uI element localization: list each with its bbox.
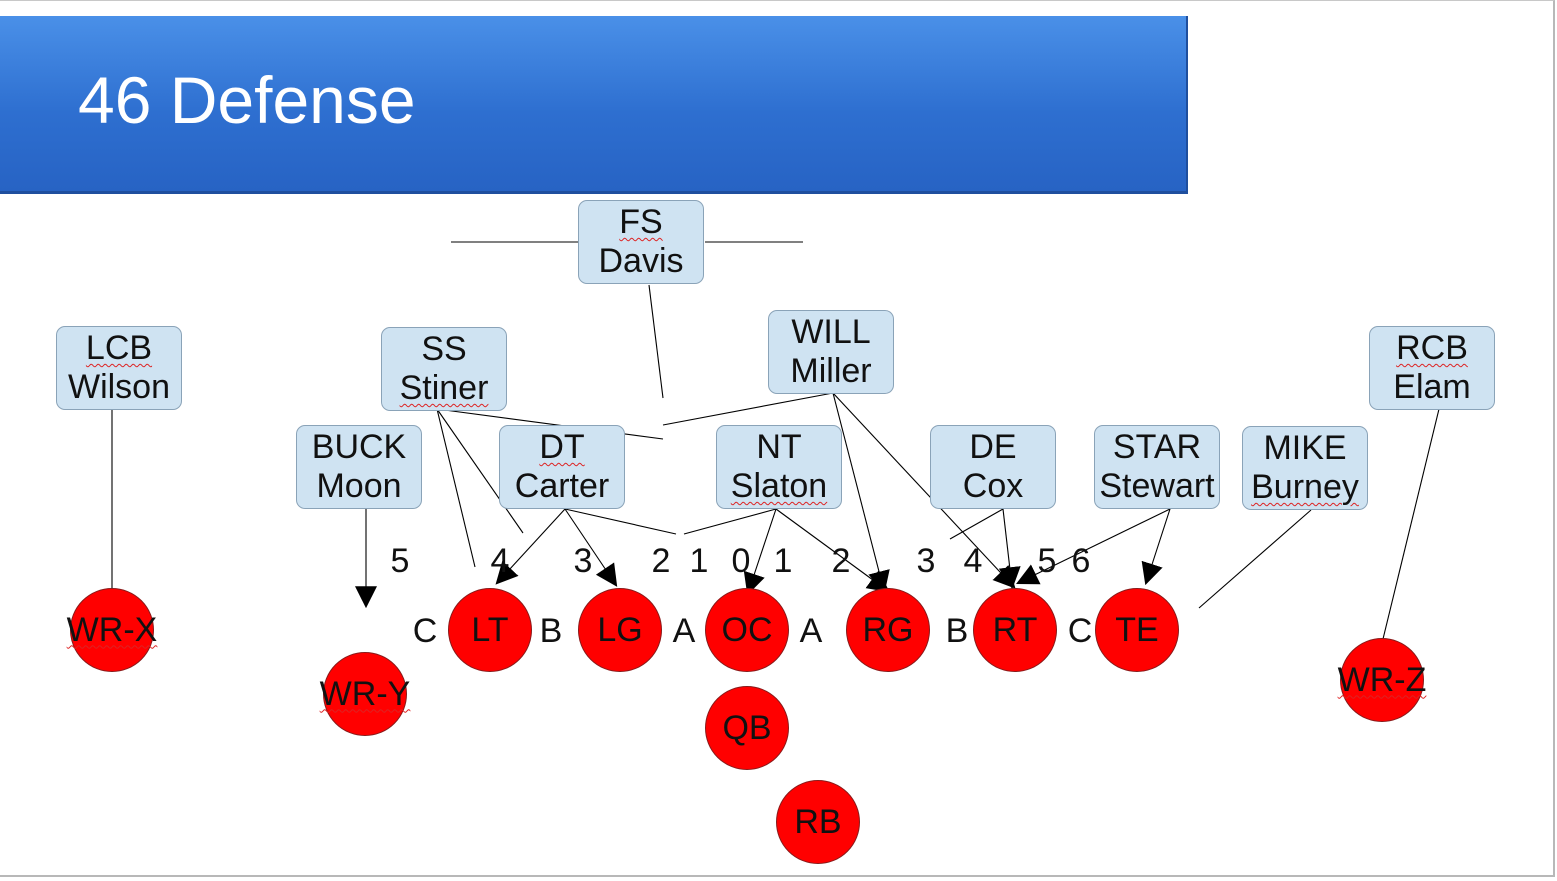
defender-mike: MIKE Burney (1242, 426, 1368, 510)
defender-name: Davis (598, 242, 684, 280)
defender-nt: NT Slaton (716, 425, 842, 509)
defender-star: STAR Stewart (1094, 425, 1220, 509)
rcb-coverage-line (1382, 408, 1440, 640)
gap-letter: B (945, 612, 969, 650)
defender-position: DE (969, 428, 1017, 466)
technique-number: 4 (963, 542, 983, 580)
player-rt: RT (973, 588, 1057, 672)
gap-letter: A (672, 612, 696, 650)
player-label: RG (862, 610, 914, 649)
mike-coverage-line (1198, 509, 1312, 609)
nt-line-center (683, 508, 777, 535)
player-label: TE (1115, 610, 1159, 649)
player-label: QB (722, 708, 772, 747)
de-line (949, 508, 1004, 540)
defender-de: DE Cox (930, 425, 1056, 509)
de-arrow-rt (998, 508, 1021, 590)
dt-line-center (564, 508, 677, 535)
player-lg: LG (578, 588, 662, 672)
player-label: WR-Z (1337, 660, 1427, 699)
defender-position: NT (756, 428, 802, 466)
gap-letter: A (799, 612, 823, 650)
technique-number: 2 (831, 542, 851, 580)
technique-number: 4 (490, 542, 510, 580)
defender-position: FS (619, 203, 663, 241)
defender-name: Stiner (399, 369, 489, 407)
dt-arrow-lt (495, 508, 566, 585)
defender-fs: FS Davis (578, 200, 704, 284)
gap-letter: C (1067, 612, 1093, 650)
ss-line-to-middle (436, 408, 664, 440)
player-oc: OC (705, 588, 789, 672)
defender-position: LCB (85, 329, 153, 367)
technique-number: 1 (689, 542, 709, 580)
title-bar (0, 16, 1188, 194)
technique-number: 1 (773, 542, 793, 580)
player-te: TE (1095, 588, 1179, 672)
defender-lcb: LCB Wilson (56, 326, 182, 410)
defender-ss: SS Stiner (381, 327, 507, 411)
technique-number: 5 (390, 542, 410, 580)
defender-name: Elam (1393, 368, 1471, 406)
player-label: OC (721, 610, 773, 649)
defender-position: STAR (1112, 428, 1202, 466)
defender-name: Wilson (67, 368, 171, 406)
technique-number: 2 (651, 542, 671, 580)
player-label: WR-X (66, 610, 158, 649)
player-label: LT (471, 610, 509, 649)
defender-position: MIKE (1263, 429, 1347, 467)
defender-position: SS (421, 330, 467, 368)
defender-position: WILL (791, 313, 871, 351)
defender-name: Moon (316, 467, 402, 505)
technique-number: 3 (916, 542, 936, 580)
defender-position: RCB (1396, 329, 1468, 367)
defender-position: DT (539, 428, 585, 466)
technique-number: 3 (573, 542, 593, 580)
star-arrow-rt (1016, 508, 1171, 585)
dt-arrow-lg (564, 508, 618, 587)
defender-name: Cox (962, 467, 1024, 505)
defender-position: BUCK (311, 428, 407, 466)
fs-drop-line (648, 284, 664, 399)
will-arrow-rt (832, 392, 1016, 589)
ss-line-4-tech (436, 408, 476, 568)
defender-name: Burney (1251, 468, 1359, 506)
technique-number: 0 (731, 542, 751, 580)
ss-line-b-gap (436, 408, 524, 534)
player-label: WR-Y (319, 674, 411, 713)
nt-arrow-rg (775, 508, 890, 593)
gap-letter: B (539, 612, 563, 650)
player-wr-x: WR-X (67, 588, 157, 672)
defender-name: Carter (514, 467, 610, 505)
defender-name: Stewart (1099, 467, 1215, 505)
defender-buck: BUCK Moon (296, 425, 422, 509)
will-line-to-middle (662, 392, 834, 426)
gap-letter: C (412, 612, 438, 650)
slide-title: 46 Defense (78, 63, 416, 137)
player-label: RT (992, 610, 1038, 649)
player-rg: RG (846, 588, 930, 672)
player-wr-z: WR-Z (1337, 638, 1427, 722)
player-lt: LT (448, 588, 532, 672)
defender-dt: DT Carter (499, 425, 625, 509)
player-rb: RB (776, 780, 860, 864)
defender-rcb: RCB Elam (1369, 326, 1495, 410)
player-wr-y: WR-Y (320, 652, 410, 736)
nt-arrow-oc (743, 508, 777, 596)
player-label: LG (597, 610, 643, 649)
defender-name: Slaton (730, 467, 828, 505)
player-label: RB (794, 802, 842, 841)
defender-name: Miller (790, 352, 872, 390)
technique-number: 5 (1037, 542, 1057, 580)
technique-number: 6 (1071, 542, 1091, 580)
defender-will: WILL Miller (768, 310, 894, 394)
will-arrow-rg (832, 392, 890, 594)
star-arrow-te (1141, 508, 1171, 586)
player-qb: QB (705, 686, 789, 770)
